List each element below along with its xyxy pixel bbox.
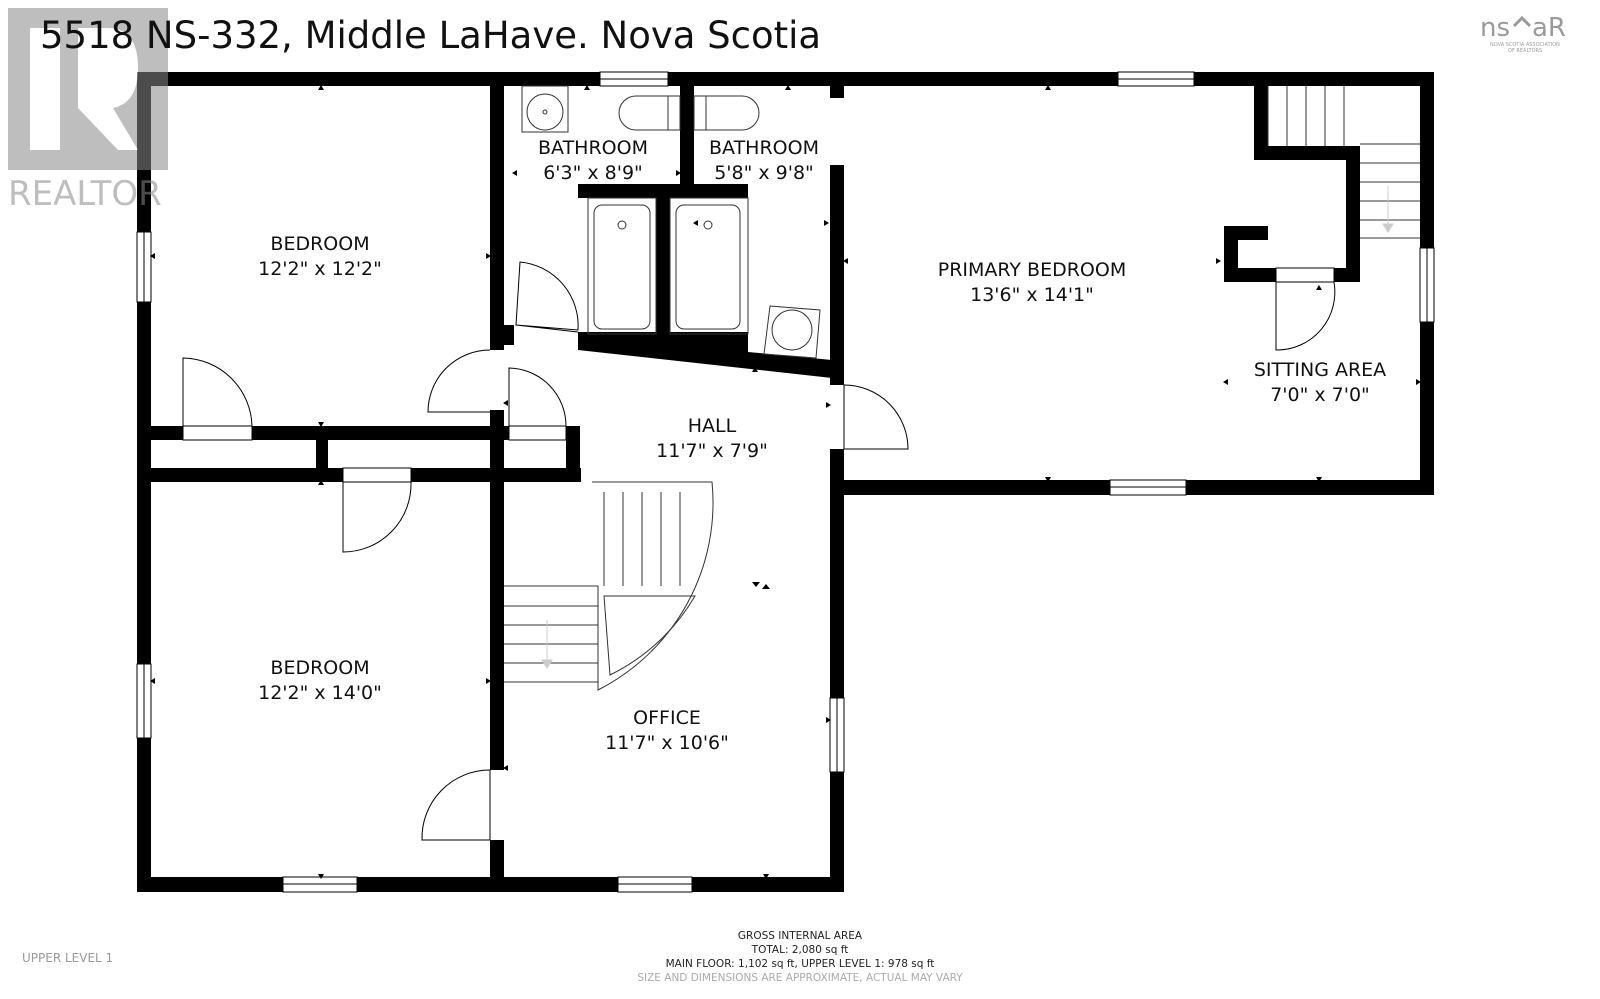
door-primary xyxy=(843,384,909,450)
walls xyxy=(137,72,1434,892)
gross-area-summary: GROSS INTERNAL AREA TOTAL: 2,080 sq ft M… xyxy=(637,929,962,985)
room-dimensions: 11'7" x 10'6" xyxy=(605,732,729,754)
door-bedroom1-hall xyxy=(427,349,491,413)
staircase-main xyxy=(504,481,714,691)
bathtub-icon xyxy=(587,197,657,335)
area-heading: GROSS INTERNAL AREA xyxy=(737,930,863,942)
room-label-bedroom-2: BEDROOM 12'2" x 14'0" xyxy=(258,656,382,706)
room-name: BEDROOM xyxy=(270,657,370,679)
room-label-bedroom-1: BEDROOM 12'2" x 12'2" xyxy=(258,232,382,282)
arrow-down-icon xyxy=(541,659,553,669)
doors xyxy=(182,261,1336,841)
door-bathroom xyxy=(515,261,579,333)
room-dimensions: 5'8" x 9'8" xyxy=(714,162,814,184)
room-dimensions: 6'3" x 8'9" xyxy=(543,162,643,184)
svg-text:OF REALTORS: OF REALTORS xyxy=(1508,48,1542,54)
room-name: BATHROOM xyxy=(709,137,819,159)
arrow-down-icon xyxy=(1382,223,1394,233)
floor-level-label: UPPER LEVEL 1 xyxy=(22,951,114,965)
dimension-markers xyxy=(150,85,1421,879)
room-label-hall: HALL 11'7" x 7'9" xyxy=(656,414,768,464)
room-dimensions: 12'2" x 12'2" xyxy=(258,258,382,280)
room-dimensions: 13'6" x 14'1" xyxy=(970,284,1094,306)
room-name: OFFICE xyxy=(633,707,701,729)
room-label-bathroom-2: BATHROOM 5'8" x 9'8" xyxy=(709,136,819,186)
room-label-office: OFFICE 11'7" x 10'6" xyxy=(605,706,729,756)
door-bedroom1 xyxy=(182,357,253,427)
area-disclaimer: SIZE AND DIMENSIONS ARE APPROXIMATE, ACT… xyxy=(637,972,963,984)
door-sitting-closet xyxy=(1275,281,1336,351)
toilet-icon xyxy=(693,95,760,131)
nsar-logo-icon: ns aR NOVA SCOTIA ASSOCIATION OF REALTOR… xyxy=(1480,13,1566,54)
fixtures xyxy=(521,85,821,359)
room-label-sitting-area: SITTING AREA 7'0" x 7'0" xyxy=(1254,358,1386,408)
room-name: BATHROOM xyxy=(538,137,648,159)
room-name: SITTING AREA xyxy=(1253,359,1387,381)
property-address-title: 5518 NS-332, Middle LaHave. Nova Scotia xyxy=(40,14,822,57)
room-name: PRIMARY BEDROOM xyxy=(937,259,1127,281)
door-bedroom2 xyxy=(342,481,412,553)
window-lines xyxy=(143,78,1428,885)
room-label-primary-bedroom: PRIMARY BEDROOM 13'6" x 14'1" xyxy=(938,258,1126,308)
room-dimensions: 7'0" x 7'0" xyxy=(1270,384,1370,406)
svg-text:aR: aR xyxy=(1532,13,1566,43)
svg-text:NOVA SCOTIA ASSOCIATION: NOVA SCOTIA ASSOCIATION xyxy=(1490,42,1560,48)
room-dimensions: 11'7" x 7'9" xyxy=(656,440,768,462)
room-dimensions: 12'2" x 14'0" xyxy=(258,682,382,704)
room-name: BEDROOM xyxy=(270,233,370,255)
bathtub-icon xyxy=(669,197,749,335)
room-label-bathroom-1: BATHROOM 6'3" x 8'9" xyxy=(538,136,648,186)
sink-icon xyxy=(521,85,569,133)
stair-direction-arrows xyxy=(541,186,1394,669)
svg-text:ns: ns xyxy=(1480,13,1510,43)
stairs xyxy=(504,86,1420,691)
toilet-icon xyxy=(618,95,681,131)
room-name: HALL xyxy=(687,415,737,437)
area-breakdown: MAIN FLOOR: 1,102 sq ft, UPPER LEVEL 1: … xyxy=(665,958,935,970)
sink-icon xyxy=(763,305,821,359)
nsar-logo: ns aR NOVA SCOTIA ASSOCIATION OF REALTOR… xyxy=(1480,6,1580,54)
area-total: TOTAL: 2,080 sq ft xyxy=(751,944,849,956)
door-closet-hall xyxy=(508,367,567,427)
door-bedroom2-office xyxy=(421,769,491,841)
